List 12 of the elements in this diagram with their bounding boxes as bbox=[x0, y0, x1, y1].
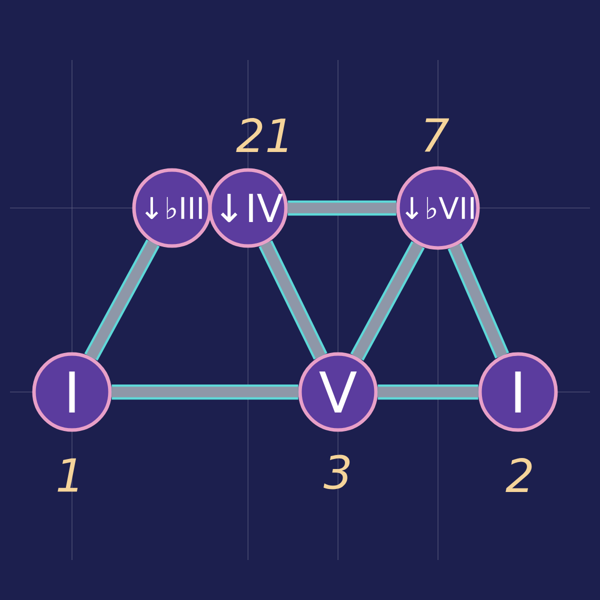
number-label: 7 bbox=[424, 118, 450, 152]
connector bbox=[84, 239, 160, 361]
connector bbox=[448, 243, 510, 359]
connector bbox=[112, 384, 298, 400]
connector bbox=[378, 384, 478, 400]
connector bbox=[350, 241, 425, 361]
connector bbox=[258, 240, 328, 360]
number-label: 2 bbox=[506, 458, 532, 492]
number-label: 1 bbox=[58, 458, 78, 492]
connector bbox=[288, 200, 396, 216]
number-label: 21 bbox=[236, 118, 288, 152]
number-label: 3 bbox=[324, 454, 350, 490]
